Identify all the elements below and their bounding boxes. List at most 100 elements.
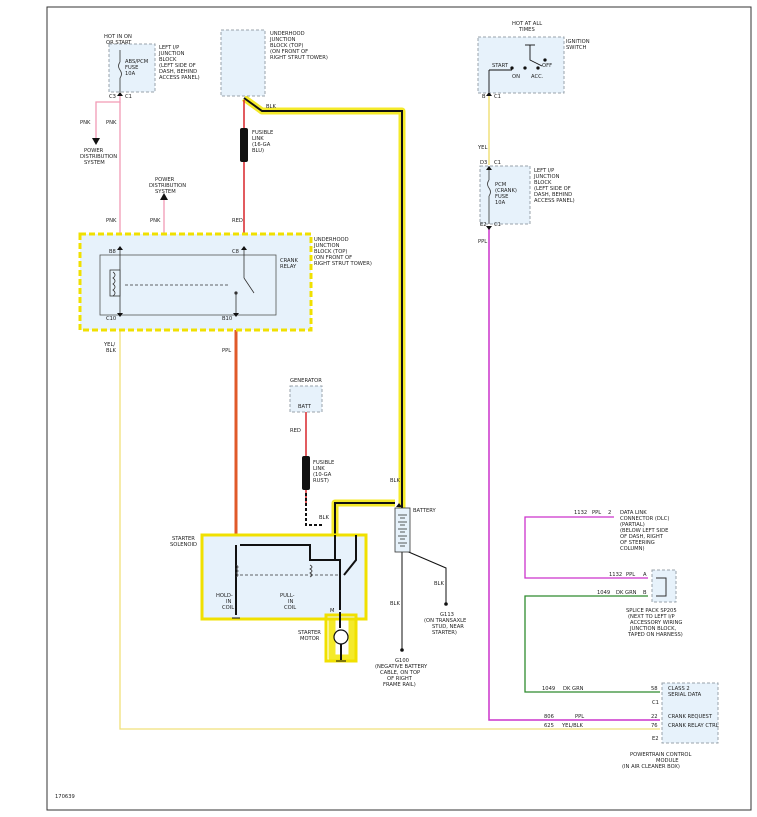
cr-c10: C10 [106, 316, 116, 322]
fl2-3: (10-GA [313, 472, 332, 478]
pnk-label-1: PNK [80, 120, 91, 126]
coil-symbols [235, 564, 340, 578]
pnk-label-2: PNK [106, 120, 117, 126]
pcm-e2: E2 [652, 736, 659, 742]
pcm-box [661, 682, 719, 744]
pcm-fuse-in-2: (CRANK) [495, 188, 517, 194]
battery-name: BATTERY [413, 508, 436, 514]
splice-symbol [656, 577, 667, 597]
dlc-name-3: (PARTIAL) [620, 522, 645, 528]
pcm-fuse-e2: E2 [480, 222, 487, 228]
ign-off: OFF [542, 63, 552, 69]
pcm-r2-circuit: 625 [544, 723, 554, 729]
pcm-r0-pin: 58 [651, 686, 658, 692]
pcm-r1-circuit: 806 [544, 714, 554, 720]
pcm-fuse-n-4: (LEFT SIDE OF [534, 186, 571, 192]
ppl-label-mid: PPL [222, 348, 231, 354]
dlc-name-7: COLUMN) [620, 546, 645, 552]
sp-r2-circuit: 1049 [597, 590, 610, 596]
pcm-name-2: MODULE [656, 758, 679, 764]
dlc-pin: 2 [608, 510, 611, 516]
pcm-fuse-n-2: JUNCTION [533, 174, 560, 180]
sp-r1-color: PPL [626, 572, 635, 578]
pcm-r2-label: CRANK RELAY CTRL [668, 723, 719, 729]
pcm-fuse-n-5: DASH, BEHIND [534, 192, 572, 198]
blk-label-mid1: BLK [390, 478, 400, 484]
hold-1: HOLD- [216, 593, 233, 599]
cr-relay-1: CRANK [280, 258, 298, 264]
ign-hot-1: HOT AT ALL [512, 21, 542, 27]
yel-label: YEL [477, 145, 487, 151]
frame-id: 170639 [55, 794, 75, 800]
blk-label-g100: BLK [390, 601, 400, 607]
ppl-wire-pcm [488, 228, 660, 721]
generator-batt: BATT [298, 404, 312, 410]
pds2-2: DISTRIBUTION [149, 183, 186, 189]
fl2-1: FUSIBLE [313, 460, 334, 466]
pull-2: IN [288, 599, 294, 605]
pull-3: COIL [284, 605, 296, 611]
crank-relay-symbol [109, 248, 255, 315]
motor-1: STARTER [298, 630, 321, 636]
sp-r1-circuit: 1132 [609, 572, 622, 578]
pnk-label-4: PNK [150, 218, 161, 224]
pcm-r2-color: YEL/BLK [561, 723, 584, 729]
pcm-r1-label: CRANK REQUEST [668, 714, 713, 720]
pcm-fuse-n-3: BLOCK [534, 180, 552, 186]
generator-name: GENERATOR [290, 378, 322, 384]
solenoid-2: SOLENOID [170, 542, 197, 548]
pds-arrow-2 [160, 193, 168, 200]
fl2-4: RUST) [313, 478, 329, 484]
pcm-r0-color: DK GRN [563, 686, 584, 692]
pcm-fuse-n-1: LEFT I/P [534, 168, 554, 174]
pcm-fuse-in-3: FUSE [495, 194, 508, 200]
ign-on: ON [512, 74, 520, 80]
fl1-1: FUSIBLE [252, 130, 273, 136]
blk-ground-g113 [403, 549, 447, 604]
dlc-name-5: OF DASH, RIGHT [620, 534, 664, 540]
pds1-2: DISTRIBUTION [80, 154, 117, 160]
blk-label-mid2: BLK [319, 515, 329, 521]
battery-box [394, 507, 411, 553]
dlc-circuit: 1132 [574, 510, 587, 516]
abs-fuse-box [108, 43, 156, 93]
pcm-name-3: (IN AIR CLEANER BOX) [622, 764, 680, 770]
abs-inner-1: ABS/PCM [125, 59, 148, 65]
yel-blk-wire [119, 315, 660, 730]
g100-1: G100 [395, 658, 409, 664]
abs-hot-2: OR START [106, 40, 132, 46]
abs-inner-2: FUSE [125, 65, 138, 71]
abs-fuse-symbol [118, 50, 122, 92]
cr-name-2: JUNCTION [313, 243, 340, 249]
cr-relay-2: RELAY [280, 264, 297, 270]
pcm-fuse-box [479, 165, 531, 225]
starter-motor-symbol [333, 629, 349, 645]
uh-top-1: UNDERHOOD [270, 31, 305, 37]
sp-r2-pin: B [643, 590, 647, 596]
ign-pin: B [482, 94, 486, 100]
fl1-2: LINK [252, 136, 264, 142]
abs-name-4: (LEFT SIDE OF [159, 63, 196, 69]
abs-c1: C1 [125, 94, 132, 100]
sp-name-4: JUNCTION BLOCK, [629, 626, 677, 632]
g100-2: (NEGATIVE BATTERY [375, 664, 428, 670]
diagram-frame [46, 6, 752, 811]
pcm-c1: C1 [652, 700, 659, 706]
pcm-fuse-n-6: ACCESS PANEL) [534, 198, 575, 204]
yel-blk-1: YEL/ [103, 342, 115, 348]
abs-name-6: ACCESS PANEL) [159, 75, 200, 81]
dlc-color: PPL [592, 510, 601, 516]
pcm-r1-pin: 22 [651, 714, 658, 720]
uh-top-4: (ON FRONT OF [270, 49, 308, 55]
ign-start: START [492, 63, 509, 69]
fusible-link-1 [240, 128, 248, 162]
pds2-1: POWER [155, 177, 175, 183]
uh-top-3: BLOCK (TOP) [270, 43, 303, 49]
dlc-name-6: OF STEERING [620, 540, 655, 546]
g113-3: STUD, NEAR [432, 624, 464, 630]
pcm-fuse-c1a: C1 [494, 160, 501, 166]
sp-r1-pin: A [643, 572, 647, 578]
motor-2: MOTOR [300, 636, 320, 642]
connector-markers [117, 92, 492, 507]
fl1-3: (16-GA [252, 142, 271, 148]
